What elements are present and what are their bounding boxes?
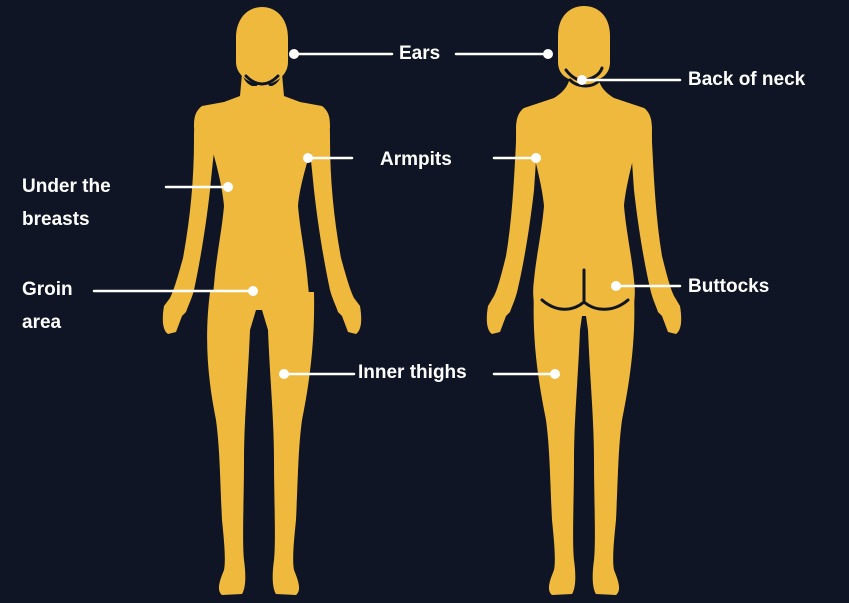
label-armpits: Armpits [380,143,452,176]
label-buttocks: Buttocks [688,270,769,303]
label-groin-line2: area [22,306,73,339]
under-breasts-dot [223,182,233,192]
front-head [236,7,288,87]
front-figure [163,7,361,595]
label-back-of-neck: Back of neck [688,63,805,96]
back-legs [534,292,635,595]
front-legs [207,292,314,595]
front-torso [200,110,324,310]
label-groin-line1: Groin [22,273,73,306]
back-right-arm [628,108,681,334]
back-of-neck-dot [577,75,587,85]
label-under-breasts: Under the breasts [22,170,111,236]
ears-right-dot [543,49,553,59]
label-under-breasts-line1: Under the [22,170,111,203]
buttocks-dot [611,281,621,291]
label-ears: Ears [399,37,440,70]
inner-thighs-right-dot [550,369,560,379]
label-inner-thighs: Inner thighs [358,356,467,389]
armpits-left-dot [303,153,313,163]
label-groin: Groin area [22,273,73,339]
ears-left-dot [289,49,299,59]
label-under-breasts-line2: breasts [22,203,111,236]
back-left-arm [487,108,540,334]
groin-dot [248,286,258,296]
armpits-right-dot [531,153,541,163]
inner-thighs-left-dot [279,369,289,379]
